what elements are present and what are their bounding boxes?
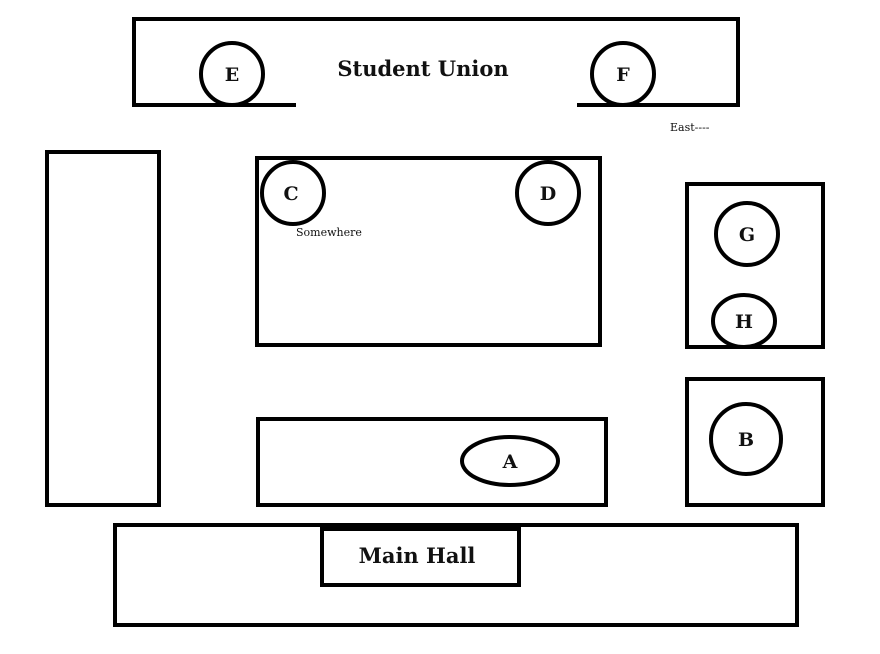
east-annotation: East---- [670, 121, 710, 134]
location-a-marker [460, 435, 560, 487]
location-h-label: H [735, 311, 753, 333]
student-union-label: Student Union [337, 56, 508, 81]
location-g-label: G [739, 224, 755, 246]
location-b-label: B [738, 429, 754, 451]
location-h-marker [711, 293, 777, 349]
location-b-marker [709, 402, 783, 476]
main-hall-label: Main Hall [359, 543, 476, 568]
location-f-label: F [616, 64, 630, 86]
main-hall-inner-box [320, 527, 521, 587]
location-g-marker [714, 201, 780, 267]
left-tall-building [45, 150, 161, 507]
somewhere-annotation: Somewhere [296, 226, 362, 239]
location-c-label: C [283, 183, 298, 205]
location-f-marker [590, 41, 656, 107]
location-a-label: A [502, 451, 518, 473]
location-d-marker [515, 160, 581, 226]
location-e-marker [199, 41, 265, 107]
location-e-label: E [225, 64, 239, 86]
location-d-label: D [540, 183, 556, 205]
location-c-marker [260, 160, 326, 226]
